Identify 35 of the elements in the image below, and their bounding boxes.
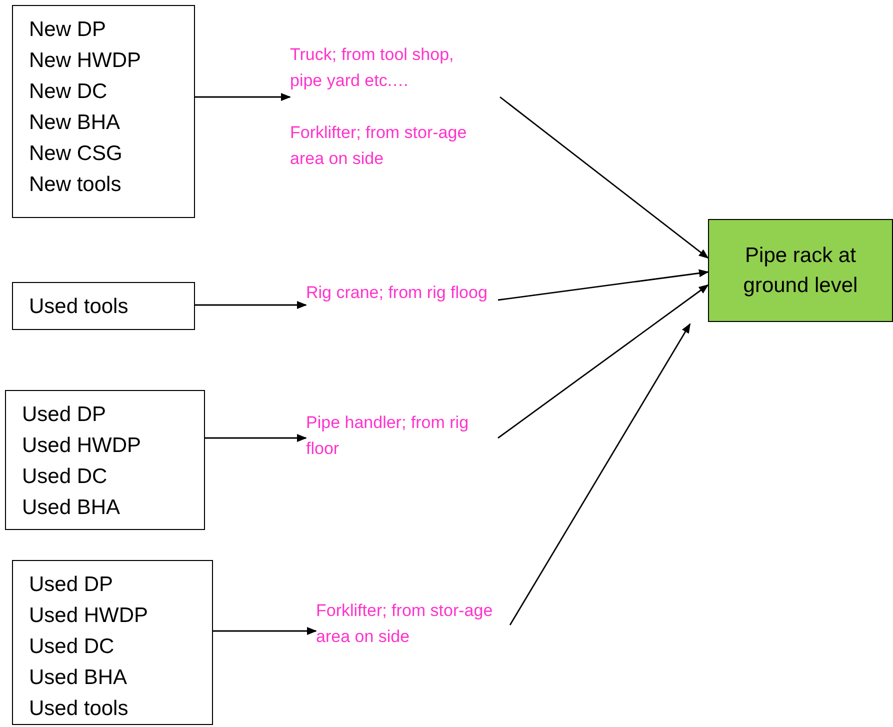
item-list-box — [12, 5, 195, 218]
list-item: Used HWDP — [29, 603, 150, 629]
transport-note: Rig crane; from rig floog — [306, 282, 488, 304]
list-item: New tools — [29, 172, 122, 198]
arrow — [500, 96, 709, 259]
item-list-box — [12, 282, 195, 330]
target-box — [708, 219, 893, 322]
list-item: Used DC — [22, 464, 108, 490]
arrow — [498, 284, 709, 439]
list-item: New CSG — [29, 141, 124, 167]
transport-note: Truck; from tool shop, pipe yard etc.… — [290, 44, 455, 92]
arrow — [498, 269, 709, 301]
item-list-box — [12, 560, 213, 725]
transport-note: Forklifter; from stor-age area on side — [290, 122, 468, 170]
list-item: Used HWDP — [22, 433, 142, 459]
item-list-box — [5, 390, 205, 530]
list-item: New BHA — [29, 110, 122, 136]
target-label: Pipe rack at ground level — [742, 242, 859, 298]
list-item: Used DC — [29, 634, 116, 660]
list-item: New DC — [29, 79, 108, 105]
arrow — [509, 323, 691, 626]
list-item: Used tools — [29, 294, 130, 320]
list-item: Used BHA — [29, 665, 128, 691]
list-item: Used DP — [29, 572, 114, 598]
transport-note: Forklifter; from stor-age area on side — [316, 600, 494, 648]
list-item: New DP — [29, 17, 108, 43]
transport-note: Pipe handler; from rig floor — [306, 412, 470, 460]
list-item: Used tools — [29, 696, 130, 722]
arrow — [205, 434, 307, 442]
arrow — [213, 627, 317, 635]
list-item: Used DP — [22, 402, 108, 428]
arrow — [195, 93, 291, 101]
list-item: Used BHA — [22, 495, 122, 521]
arrow — [195, 301, 307, 309]
list-item: New HWDP — [29, 48, 142, 74]
